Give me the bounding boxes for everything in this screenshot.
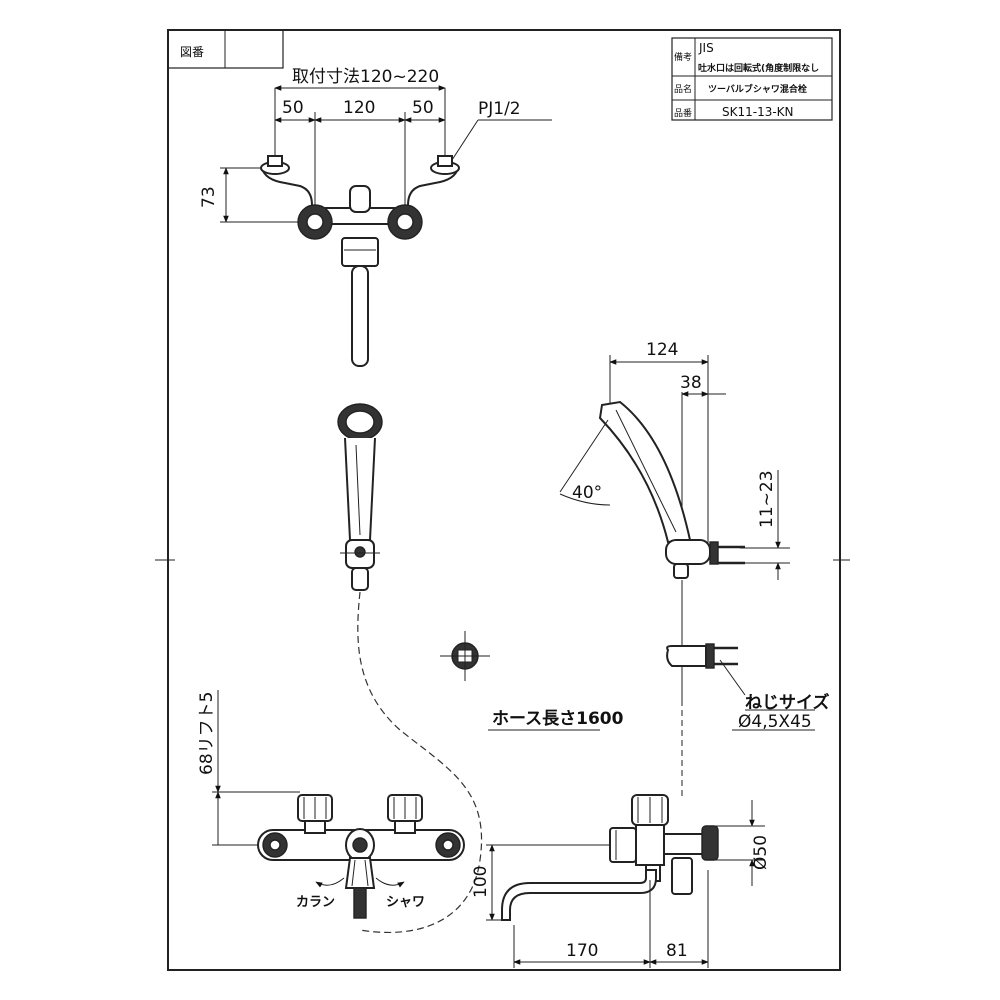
dim-170: 170 [566,941,598,961]
wall-fitting [440,631,490,681]
dim-124: 124 [646,340,678,360]
side-view: 124 38 40° 11~23 ねじサイズ Ø4,5X45 [559,340,830,732]
drawing-frame [167,29,841,971]
hinban-value: SK11-13-KN [722,105,794,119]
bikou-value-2: 吐水口は回転式(角度制限なし [698,62,819,74]
hinmei-label: 品名 [674,83,692,95]
height-73: 73 [199,186,219,208]
dim-100: 100 [471,866,491,898]
thread-text: PJ1/2 [478,99,521,119]
label-shower: シャワ [386,895,425,910]
hand-shower [337,403,383,591]
zuban-label: 図番 [180,45,204,59]
bikou-value-1: JIS [698,41,714,55]
front-view: 68リフト5 カラン シャワ [197,690,465,919]
dim-81: 81 [666,941,688,961]
screw-size-label: ねじサイズ [745,692,830,713]
screw-size-value: Ø4,5X45 [738,712,812,732]
dim-center-120: 120 [343,98,375,118]
dim-11-23: 11~23 [757,470,777,528]
label-karan: カラン [296,895,335,910]
hinban-label: 品番 [674,107,692,119]
hose [357,591,482,934]
dim-right-50: 50 [412,98,434,118]
dim-left-50: 50 [282,98,304,118]
spout-view: Ø50 100 170 81 [471,700,771,968]
bikou-label: 備考 [674,51,692,63]
dim-phi-50: Ø50 [751,835,771,870]
lift-text: 68リフト5 [197,692,217,775]
drawing-number-box: 図番 [167,29,284,69]
hinmei-value: ツーバルブシャワ混合栓 [708,83,807,95]
angle-40: 40° [572,483,602,503]
dim-38: 38 [680,373,702,393]
hose-length-text: ホース長さ1600 [492,709,624,729]
mount-dim-text: 取付寸法120~220 [292,67,439,87]
top-view: 取付寸法120~220 50 120 50 PJ1/2 73 [199,67,552,367]
title-block: 備考 JIS 吐水口は回転式(角度制限なし 品名 ツーバルブシャワ混合栓 品番 … [671,37,833,121]
